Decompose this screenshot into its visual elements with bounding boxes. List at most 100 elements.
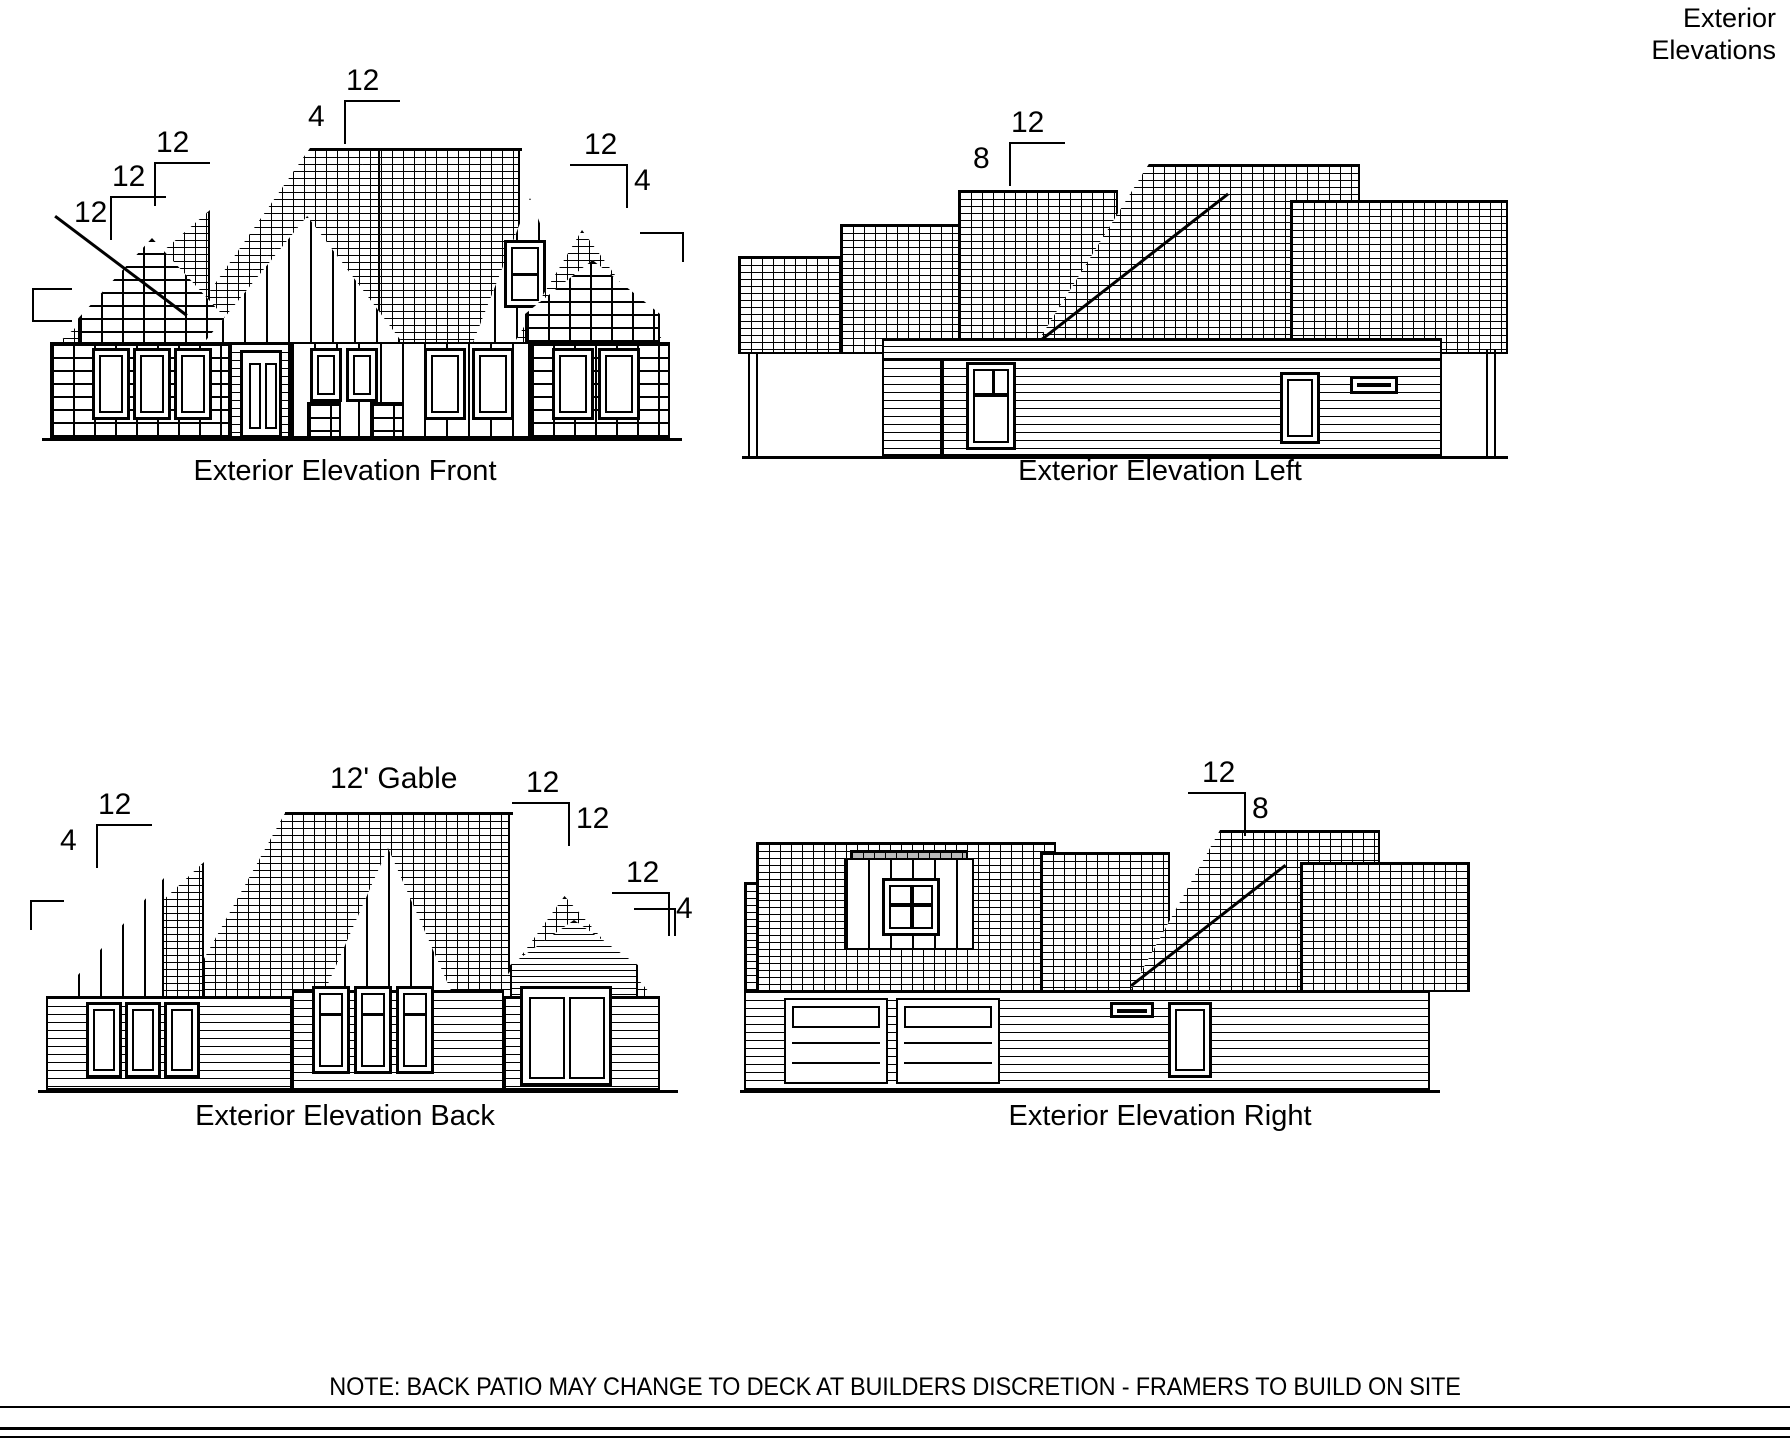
garage-panel-line-r2	[904, 1062, 992, 1064]
door-panel-right	[265, 363, 277, 429]
window-inner-frame	[99, 355, 123, 413]
garage-panel-line-r1	[904, 1042, 992, 1044]
right-grade-line	[740, 1090, 1440, 1093]
front-dormer-window	[504, 240, 546, 308]
window-mullion	[320, 1013, 342, 1016]
back-roof-ridge	[285, 812, 513, 815]
front-porch-base-left	[307, 402, 341, 438]
window-mullion	[362, 1013, 384, 1016]
note-rule-bottom-1	[0, 1427, 1790, 1430]
window-inner-frame	[605, 355, 633, 413]
back-window-center-3	[396, 986, 434, 1074]
left-window-tall	[966, 362, 1016, 450]
left-wall-main	[942, 358, 1442, 456]
left-vent-window	[1350, 376, 1398, 394]
front-roof-ridge	[310, 148, 522, 151]
front-grade-line	[42, 438, 682, 441]
window-inner-frame	[1357, 383, 1391, 387]
back-right-eave-end	[674, 908, 676, 936]
window-mullion	[511, 273, 539, 276]
back-window-center-1	[312, 986, 350, 1074]
window-inner-frame	[93, 1009, 115, 1071]
right-side-window	[1168, 1002, 1212, 1078]
left-porch-post-edge	[756, 354, 758, 456]
front-window-mid-2	[472, 348, 514, 420]
window-inner-frame	[1117, 1009, 1147, 1013]
elevation-back-drawing	[20, 790, 700, 1100]
back-window-left-3	[164, 1002, 200, 1078]
front-window-right-1	[552, 348, 594, 420]
front-window-right-2	[598, 348, 640, 420]
left-roof-plane-upper	[958, 190, 1118, 354]
left-window-right	[1280, 372, 1320, 444]
caption-right: Exterior Elevation Right	[1008, 1100, 1312, 1132]
caption-front: Exterior Elevation Front	[193, 455, 497, 487]
window-inner-frame	[479, 355, 507, 413]
back-window-center-2	[354, 986, 392, 1074]
front-window-left-2	[133, 348, 171, 420]
front-window-center-2	[346, 348, 378, 402]
front-window-mid-1	[424, 348, 466, 420]
garage-panel-line-l2	[792, 1062, 880, 1064]
window-inner-frame	[403, 993, 427, 1067]
front-right-eave	[640, 232, 684, 234]
window-inner-frame	[973, 369, 1009, 443]
left-wall-porch-return	[882, 358, 942, 456]
left-fascia-band	[882, 338, 1442, 360]
window-mullion-vert	[992, 370, 995, 394]
left-grade-line	[742, 456, 1508, 459]
back-window-left-1	[86, 1002, 122, 1078]
elevation-front-drawing	[20, 120, 700, 480]
front-left-eave-end	[32, 288, 34, 322]
door-panel-left	[249, 363, 261, 429]
front-left-eave	[32, 288, 72, 290]
front-porch-base-right	[370, 402, 404, 438]
window-inner-frame	[1287, 379, 1313, 437]
window-mullion	[404, 1013, 426, 1016]
window-inner-frame	[317, 355, 335, 395]
note-rule-top	[0, 1406, 1790, 1408]
back-grade-line	[38, 1090, 678, 1093]
bottom-note-text: NOTE: BACK PATIO MAY CHANGE TO DECK AT B…	[329, 1373, 1461, 1401]
back-window-left-2	[125, 1002, 161, 1078]
back-right-eave	[634, 908, 676, 910]
garage-panel-line-l1	[792, 1042, 880, 1044]
window-inner-frame	[181, 355, 205, 413]
front-window-center-1	[310, 348, 342, 402]
front-entry-door	[240, 350, 282, 438]
window-mullion	[974, 393, 1008, 397]
window-mullion-vert	[910, 886, 914, 928]
back-left-eave	[30, 900, 64, 902]
title-block: Exterior Elevations	[1651, 2, 1776, 66]
window-mullion	[890, 903, 932, 907]
front-window-left-3	[174, 348, 212, 420]
patio-door-leaf-left	[529, 997, 565, 1079]
patio-door-leaf-right	[569, 997, 605, 1079]
window-inner-frame	[132, 1009, 154, 1071]
gable-note: 12' Gable	[330, 762, 458, 795]
title-line-1: Exterior	[1682, 3, 1776, 33]
right-dormer-window	[882, 878, 940, 936]
front-right-eave-end	[682, 232, 684, 262]
left-right-post-edge	[1494, 350, 1496, 456]
window-inner-frame	[1175, 1009, 1205, 1071]
window-inner-frame	[353, 355, 371, 395]
caption-back: Exterior Elevation Back	[195, 1100, 495, 1132]
window-inner-frame	[361, 993, 385, 1067]
caption-left: Exterior Elevation Left	[1018, 455, 1302, 487]
left-porch-post	[748, 354, 750, 456]
garage-door-window-row-right	[904, 1006, 992, 1028]
back-patio-door	[520, 986, 612, 1086]
back-left-gable-bnb	[54, 878, 164, 1002]
garage-door-window-row-left	[792, 1006, 880, 1028]
elevation-left-drawing	[730, 150, 1520, 470]
window-inner-frame	[559, 355, 587, 413]
window-inner-frame	[140, 355, 164, 413]
front-left-eave-lower	[32, 320, 72, 322]
title-line-2: Elevations	[1651, 35, 1776, 65]
front-window-left-1	[92, 348, 130, 420]
window-inner-frame	[171, 1009, 193, 1071]
right-roof-plane-right	[1300, 862, 1470, 992]
window-inner-frame	[319, 993, 343, 1067]
